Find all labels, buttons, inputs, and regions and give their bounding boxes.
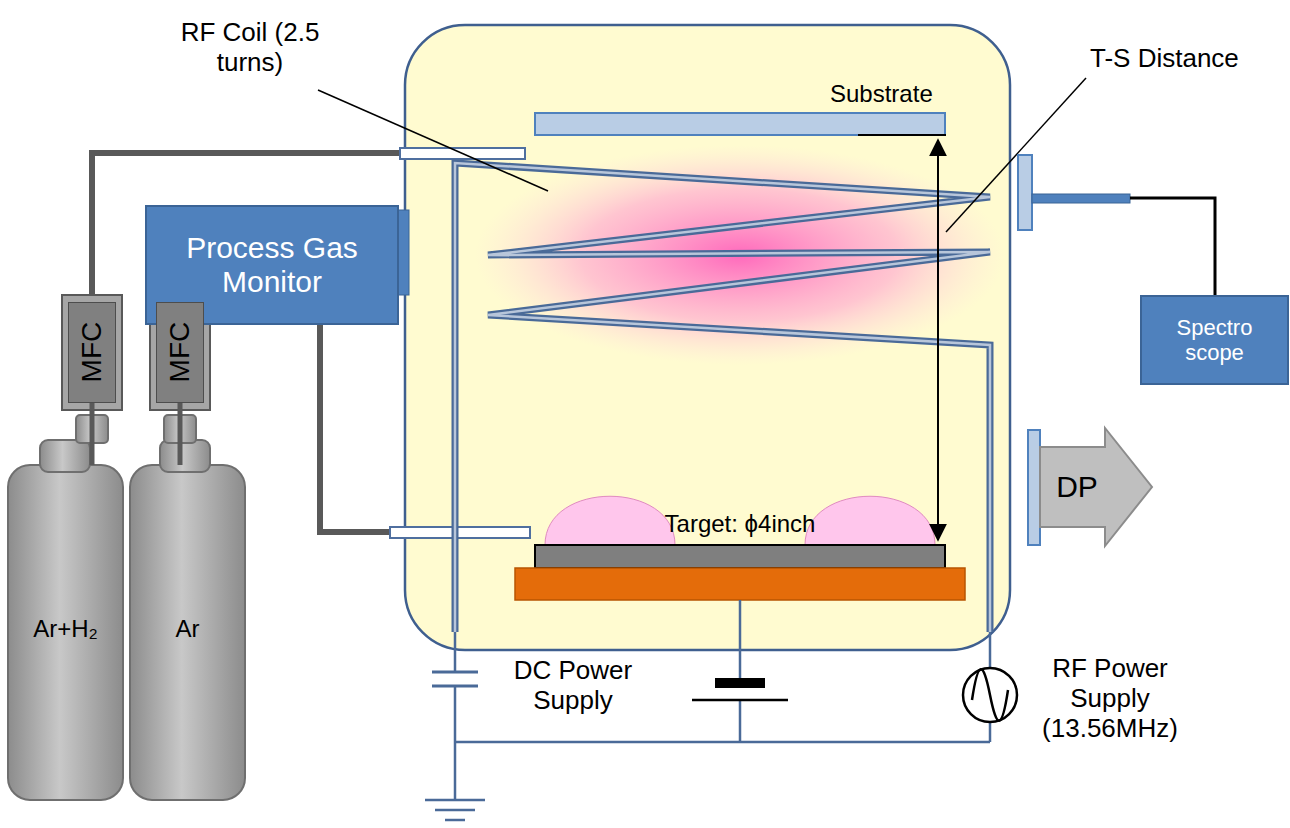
pump-label: DP xyxy=(1046,455,1108,519)
part-label: Target: ϕ4inch xyxy=(600,510,880,538)
node-text: Ar xyxy=(170,615,206,643)
leader-line xyxy=(318,90,548,191)
target-plate xyxy=(535,545,945,568)
part-label: DC Power Supply xyxy=(478,656,668,716)
gas-line xyxy=(90,403,95,465)
part-label: T-S Distance xyxy=(1090,44,1285,74)
optical-fiber xyxy=(1130,198,1215,295)
mfc-box: MFC xyxy=(68,302,116,403)
node-text: MFC xyxy=(76,322,108,383)
rf-coil xyxy=(455,163,990,632)
ground-symbol xyxy=(425,800,485,820)
part-label: RF Power Supply (13.56MHz) xyxy=(1030,654,1190,744)
pump-flange xyxy=(1028,430,1040,545)
target-plasma xyxy=(805,496,935,545)
optical-probe xyxy=(1032,194,1130,203)
vacuum-chamber xyxy=(405,25,1010,650)
mfc-box: MFC xyxy=(156,302,204,403)
target-plasma xyxy=(545,496,675,545)
ac-source-symbol xyxy=(963,668,1017,722)
mfc-housing xyxy=(150,295,210,410)
node-text: MFC xyxy=(164,322,196,383)
part-label: Substrate xyxy=(830,80,960,108)
wiring xyxy=(455,600,990,800)
node-text: Process Gas Monitor xyxy=(147,231,397,300)
node-text: Ar+H₂ xyxy=(27,615,104,643)
backing-plate xyxy=(515,568,965,600)
gas-line xyxy=(178,403,183,465)
battery-symbol xyxy=(692,678,788,700)
gas-cylinder-label: Ar+H₂ xyxy=(8,465,123,800)
gas-cylinder xyxy=(8,415,123,800)
node-text: DP xyxy=(1050,470,1104,505)
capacitor-symbol xyxy=(432,672,478,686)
spectroscope-box: Spectro scope xyxy=(1140,295,1289,385)
gas-cylinder xyxy=(130,415,245,800)
gas-cylinder-label: Ar xyxy=(130,465,245,800)
mfc-housing xyxy=(62,295,122,410)
part-label: RF Coil (2.5 turns) xyxy=(150,18,350,78)
gas-inlet xyxy=(390,527,530,538)
node-text: Spectro scope xyxy=(1142,315,1287,366)
pump-arrow xyxy=(1040,428,1152,546)
substrate-plate xyxy=(535,113,945,135)
view-port xyxy=(1018,155,1032,230)
